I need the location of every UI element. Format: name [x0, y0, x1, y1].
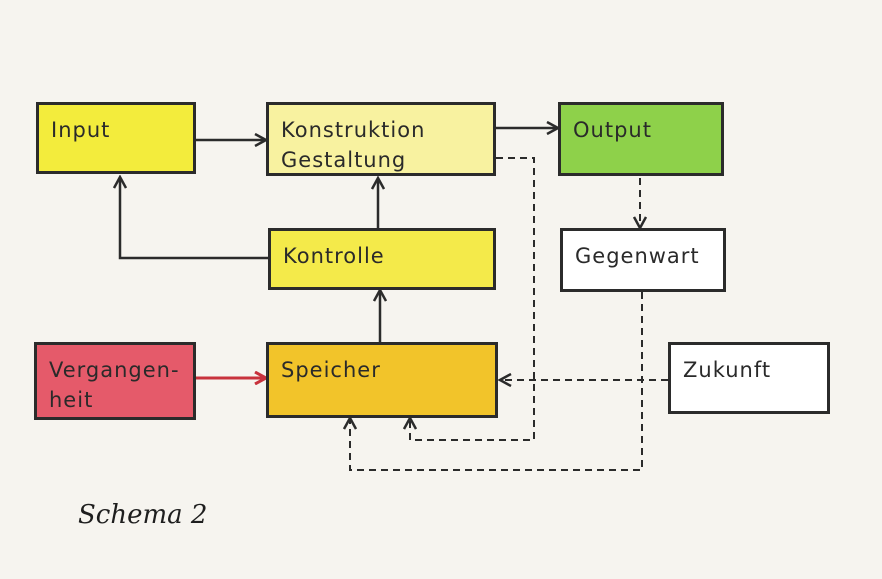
speicher-box: Speicher	[266, 342, 498, 418]
kontrolle-label: Kontrolle	[283, 244, 385, 268]
connector-kontrolle-input	[120, 177, 268, 260]
diagram-caption: Schema 2	[78, 500, 208, 530]
konstruktion-label-line1: Konstruktion	[281, 118, 426, 142]
zukunft-label: Zukunft	[683, 358, 772, 382]
input-box: Input	[36, 102, 196, 174]
konstruktion-label-line2: Gestaltung	[281, 148, 407, 172]
kontrolle-box: Kontrolle	[268, 228, 496, 290]
input-label: Input	[51, 118, 111, 142]
speicher-label: Speicher	[281, 358, 381, 382]
output-label: Output	[573, 118, 652, 142]
vergangenheit-label-line1: Vergangen-	[49, 358, 180, 382]
vergangenheit-box: Vergangen- heit	[34, 342, 196, 420]
connector-konstruktion-speicher-loop	[410, 157, 535, 441]
gegenwart-box: Gegenwart	[560, 228, 726, 292]
output-box: Output	[558, 102, 724, 176]
konstruktion-box: Konstruktion Gestaltung	[266, 102, 496, 176]
vergangenheit-label-line2: heit	[49, 388, 94, 412]
gegenwart-label: Gegenwart	[575, 244, 700, 268]
zukunft-box: Zukunft	[668, 342, 830, 414]
